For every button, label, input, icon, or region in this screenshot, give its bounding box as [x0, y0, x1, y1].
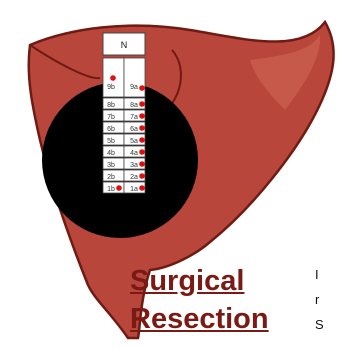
segment-cell-9a [124, 58, 145, 97]
segment-label-2b: 2b [107, 174, 115, 181]
marker-1b [116, 185, 122, 191]
segment-label-4b: 4b [107, 150, 115, 157]
segment-label-2a: 2a [130, 174, 138, 181]
marker-4a [139, 149, 145, 155]
segment-label-3b: 3b [107, 162, 115, 169]
caption-line-1: Surgical [130, 266, 244, 296]
segment-label-7a: 7a [130, 114, 138, 121]
cutoff-text-1: I [315, 268, 319, 282]
marker-8a [139, 101, 145, 107]
segment-label-5b: 5b [107, 138, 115, 145]
caption-line-2: Resection [130, 304, 269, 334]
segment-label-1b: 1b [107, 186, 115, 193]
marker-2a [139, 173, 145, 179]
marker-3a [139, 161, 145, 167]
segment-label-8b: 8b [107, 102, 115, 109]
grid-header-label: N [121, 40, 128, 50]
segment-label-6b: 6b [107, 126, 115, 133]
segment-label-9b: 9b [107, 84, 115, 91]
segment-label-5a: 5a [130, 138, 138, 145]
cutoff-text-2: r [315, 293, 319, 307]
marker-5a [139, 137, 145, 143]
cutoff-text-3: S [315, 318, 324, 332]
segment-label-1a: 1a [130, 186, 138, 193]
segment-label-6a: 6a [130, 126, 138, 133]
marker-9b [110, 75, 116, 81]
segment-grid: 9b 9a 8b 8a 7b 7a 6b 6a 5b 5a 4b 4a 3b 3a 2b 2a 1b 1a [103, 58, 145, 193]
segment-label-8a: 8a [130, 102, 138, 109]
marker-6a [139, 125, 145, 131]
marker-1a [139, 185, 145, 191]
segment-label-4a: 4a [130, 150, 138, 157]
segment-label-9a: 9a [130, 84, 138, 91]
marker-7a [139, 113, 145, 119]
segment-label-3a: 3a [130, 162, 138, 169]
marker-9a [139, 85, 145, 91]
segment-label-7b: 7b [107, 114, 115, 121]
